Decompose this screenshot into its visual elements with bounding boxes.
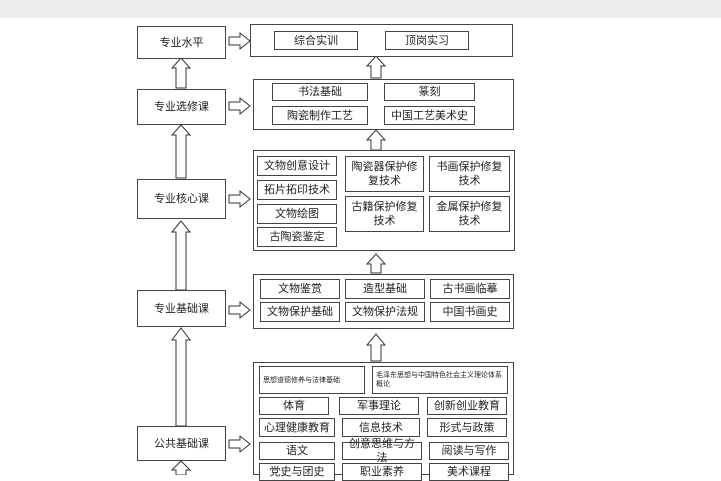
course-creative-thinking: 创意思维与方法 (342, 437, 422, 464)
course-calligraphy: 书法基础 (272, 83, 368, 101)
course-ancient-book-restoration: 古籍保护修复技术 (345, 196, 424, 232)
course-painting-history: 中国书画史 (430, 302, 510, 322)
level-core: 专业核心课 (137, 179, 226, 219)
course-mao-theory: 毛泽东思想与中国特色社会主义理论体系概论 (372, 366, 508, 394)
course-protection-law: 文物保护法规 (345, 302, 425, 322)
course-innovation: 创新创业教育 (427, 397, 507, 415)
level-foundation: 专业基础课 (137, 290, 226, 327)
course-protection-basics: 文物保护基础 (260, 302, 340, 322)
course-painting-copying: 古书画临摹 (430, 279, 510, 299)
arrow-elective (228, 96, 251, 116)
course-relic-design: 文物创意设计 (257, 156, 337, 176)
course-porcelain-appraisal: 古陶瓷鉴定 (257, 227, 337, 247)
course-crafts-history: 中国工艺美术史 (384, 106, 475, 125)
course-it: 信息技术 (342, 418, 420, 437)
top-bar (0, 0, 721, 18)
arrow-public (228, 434, 251, 454)
arrow-up-4 (171, 327, 191, 427)
level-elective: 专业选修课 (137, 89, 226, 125)
course-modeling-basics: 造型基础 (345, 279, 425, 299)
course-professionalism: 职业素养 (342, 463, 422, 481)
arrow-up-2 (170, 124, 192, 179)
arrow-professional (228, 31, 251, 51)
course-chinese: 语文 (259, 442, 335, 460)
arrow-group-4 (365, 333, 387, 362)
level-professional: 专业水平 (137, 26, 226, 59)
course-metal-restoration: 金属保护修复技术 (429, 196, 510, 232)
course-seal-carving: 篆刻 (384, 83, 475, 101)
course-pe: 体育 (259, 397, 329, 415)
course-relic-drawing: 文物绘图 (257, 204, 337, 224)
course-painting-restoration: 书画保护修复技术 (429, 156, 510, 192)
arrow-up-1 (170, 57, 192, 89)
course-morality-law: 思想道德修养与法律基础 (259, 366, 365, 394)
course-internship: 顶岗实习 (385, 31, 469, 50)
arrow-up-3 (170, 220, 192, 291)
course-party-history: 党史与团史 (259, 463, 335, 481)
arrow-up-5 (170, 460, 192, 475)
course-policy: 形式与政策 (427, 418, 507, 437)
arrow-group-3 (365, 253, 387, 274)
level-public: 公共基础课 (137, 426, 226, 461)
arrow-group-2 (365, 129, 387, 151)
course-military-theory: 军事理论 (339, 397, 419, 415)
course-reading-writing: 阅读与写作 (429, 442, 509, 460)
course-relic-appreciation: 文物鉴赏 (260, 279, 340, 299)
course-rubbing: 拓片拓印技术 (257, 180, 337, 200)
course-mental-health: 心理健康教育 (259, 418, 335, 437)
course-art: 美术课程 (429, 463, 509, 481)
arrow-foundation (228, 300, 251, 320)
course-comprehensive-training: 综合实训 (274, 31, 358, 50)
course-ceramic-restoration: 陶瓷器保护修复技术 (345, 156, 424, 192)
arrow-core (228, 189, 251, 209)
course-ceramics-craft: 陶瓷制作工艺 (272, 106, 368, 125)
arrow-group-1 (365, 55, 387, 79)
